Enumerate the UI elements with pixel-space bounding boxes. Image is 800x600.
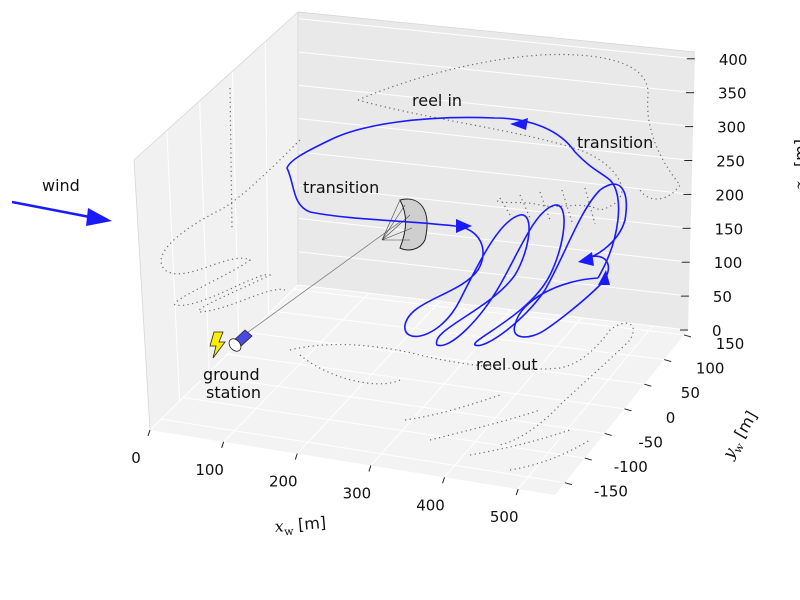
x-tick-label: 500 bbox=[490, 508, 519, 526]
annotation-reel-in: reel in bbox=[412, 91, 462, 110]
y-gridline bbox=[227, 353, 625, 410]
x-tick-label: 200 bbox=[269, 473, 298, 491]
left-wall-pane bbox=[134, 12, 298, 430]
z-tick-label: 400 bbox=[719, 51, 748, 69]
left-wall-gridline bbox=[199, 100, 210, 373]
z-tick-label: 300 bbox=[717, 119, 746, 137]
annotation-transition-left: transition bbox=[303, 178, 379, 197]
y-tick-mark bbox=[624, 408, 632, 412]
projection-back-wall-loops bbox=[499, 187, 596, 225]
x-gridline bbox=[370, 309, 512, 466]
z-gridline bbox=[297, 284, 689, 331]
z-gridline bbox=[297, 251, 689, 297]
y-gridline bbox=[205, 375, 605, 434]
x-tick-mark bbox=[221, 441, 225, 448]
annotation-wind: wind bbox=[42, 176, 80, 195]
left-wall-front-edge bbox=[133, 159, 151, 431]
x-gridline bbox=[149, 284, 299, 431]
left-wall-gridline bbox=[264, 41, 269, 315]
y-tick-mark bbox=[564, 482, 573, 486]
z-tick-label: 150 bbox=[715, 220, 744, 238]
trajectory-transition-top bbox=[574, 151, 620, 279]
x-tick-label: 100 bbox=[195, 461, 224, 479]
x-tick-label: 300 bbox=[343, 484, 372, 502]
y-tick-mark bbox=[644, 383, 652, 387]
left-wall-gridline bbox=[166, 130, 181, 402]
x-tick-mark bbox=[368, 465, 372, 472]
trajectory-reel-out bbox=[513, 183, 627, 338]
x-tick-mark bbox=[442, 477, 446, 484]
annotation-reel-out: reel out bbox=[476, 355, 538, 374]
z-gridline bbox=[297, 217, 690, 263]
z-tick-label: 100 bbox=[714, 254, 743, 272]
z-gridline bbox=[297, 84, 694, 128]
x-axis-label: xw [m] bbox=[274, 513, 327, 539]
left-wall-top-edge bbox=[133, 11, 299, 161]
back-wall-pane bbox=[298, 12, 695, 330]
annotation-transition-top: transition bbox=[577, 133, 653, 152]
y-tick-mark bbox=[683, 334, 692, 338]
x-gridline bbox=[223, 292, 370, 443]
y-tick-label: -100 bbox=[614, 458, 648, 476]
y-gridline bbox=[271, 310, 665, 361]
z-tick-label: 50 bbox=[713, 288, 732, 306]
wind-arrow-head bbox=[86, 208, 112, 226]
x-gridline bbox=[296, 301, 441, 454]
x-tick-mark bbox=[147, 429, 151, 437]
axis-tick-marks bbox=[147, 58, 695, 496]
annotation-ground-station-line1: ground bbox=[203, 365, 260, 384]
y-tick-mark bbox=[604, 432, 612, 436]
z-tick-label: 350 bbox=[718, 85, 747, 103]
projection-left-wall bbox=[160, 87, 301, 313]
grid-lines bbox=[149, 18, 695, 490]
z-gridline bbox=[297, 51, 695, 94]
x-tick-mark bbox=[294, 453, 298, 460]
wind-arrow-line bbox=[11, 200, 96, 220]
z-tick-label: 200 bbox=[715, 186, 744, 204]
annotation-ground-station-line2: station bbox=[206, 383, 261, 402]
y-gridline bbox=[293, 288, 685, 336]
y-tick-mark bbox=[584, 457, 592, 461]
y-tick-label: 0 bbox=[666, 409, 676, 427]
axis-tick-labels: 0100200300400500-150-100-500501001500501… bbox=[131, 51, 747, 526]
y-tick-label: -150 bbox=[594, 483, 628, 501]
arrow-transition-left bbox=[456, 219, 472, 233]
y-gridline bbox=[160, 418, 566, 484]
z-gridline bbox=[297, 18, 695, 60]
lightning-icon bbox=[209, 331, 226, 359]
x-tick-label: 0 bbox=[131, 449, 141, 467]
y-gridline bbox=[249, 332, 645, 385]
x-tick-mark bbox=[515, 488, 519, 496]
projection-back-wall-reel-out bbox=[357, 99, 623, 211]
z-tick-label: 250 bbox=[716, 152, 745, 170]
y-tick-label: -50 bbox=[638, 433, 663, 451]
ground-station-drum bbox=[228, 329, 253, 352]
projection-back-wall-reel-in bbox=[357, 53, 681, 200]
z-gridline bbox=[297, 151, 692, 195]
projection-floor-loops bbox=[299, 354, 591, 471]
trajectory-transition-left bbox=[309, 189, 601, 347]
z-axis-label: zw [m] bbox=[791, 139, 800, 191]
y-axis-label: yw [m] bbox=[718, 408, 763, 465]
y-tick-label: 50 bbox=[681, 384, 700, 402]
y-tick-label: 150 bbox=[716, 335, 745, 353]
z-tick-label: 0 bbox=[712, 322, 722, 340]
x-gridline bbox=[444, 317, 583, 478]
y-tick-mark bbox=[664, 359, 672, 363]
z-gridline bbox=[297, 118, 693, 161]
y-gridline bbox=[183, 397, 585, 459]
kite-parachute bbox=[381, 198, 428, 251]
left-wall-gridline bbox=[231, 71, 240, 344]
x-gridline bbox=[517, 325, 653, 490]
x-tick-label: 400 bbox=[416, 496, 445, 514]
arrow-reel-in bbox=[510, 118, 528, 130]
tether-line bbox=[239, 221, 401, 339]
arrow-reel-out bbox=[578, 252, 594, 266]
y-tick-label: 100 bbox=[696, 360, 725, 378]
arrow-transition-top bbox=[598, 270, 610, 285]
